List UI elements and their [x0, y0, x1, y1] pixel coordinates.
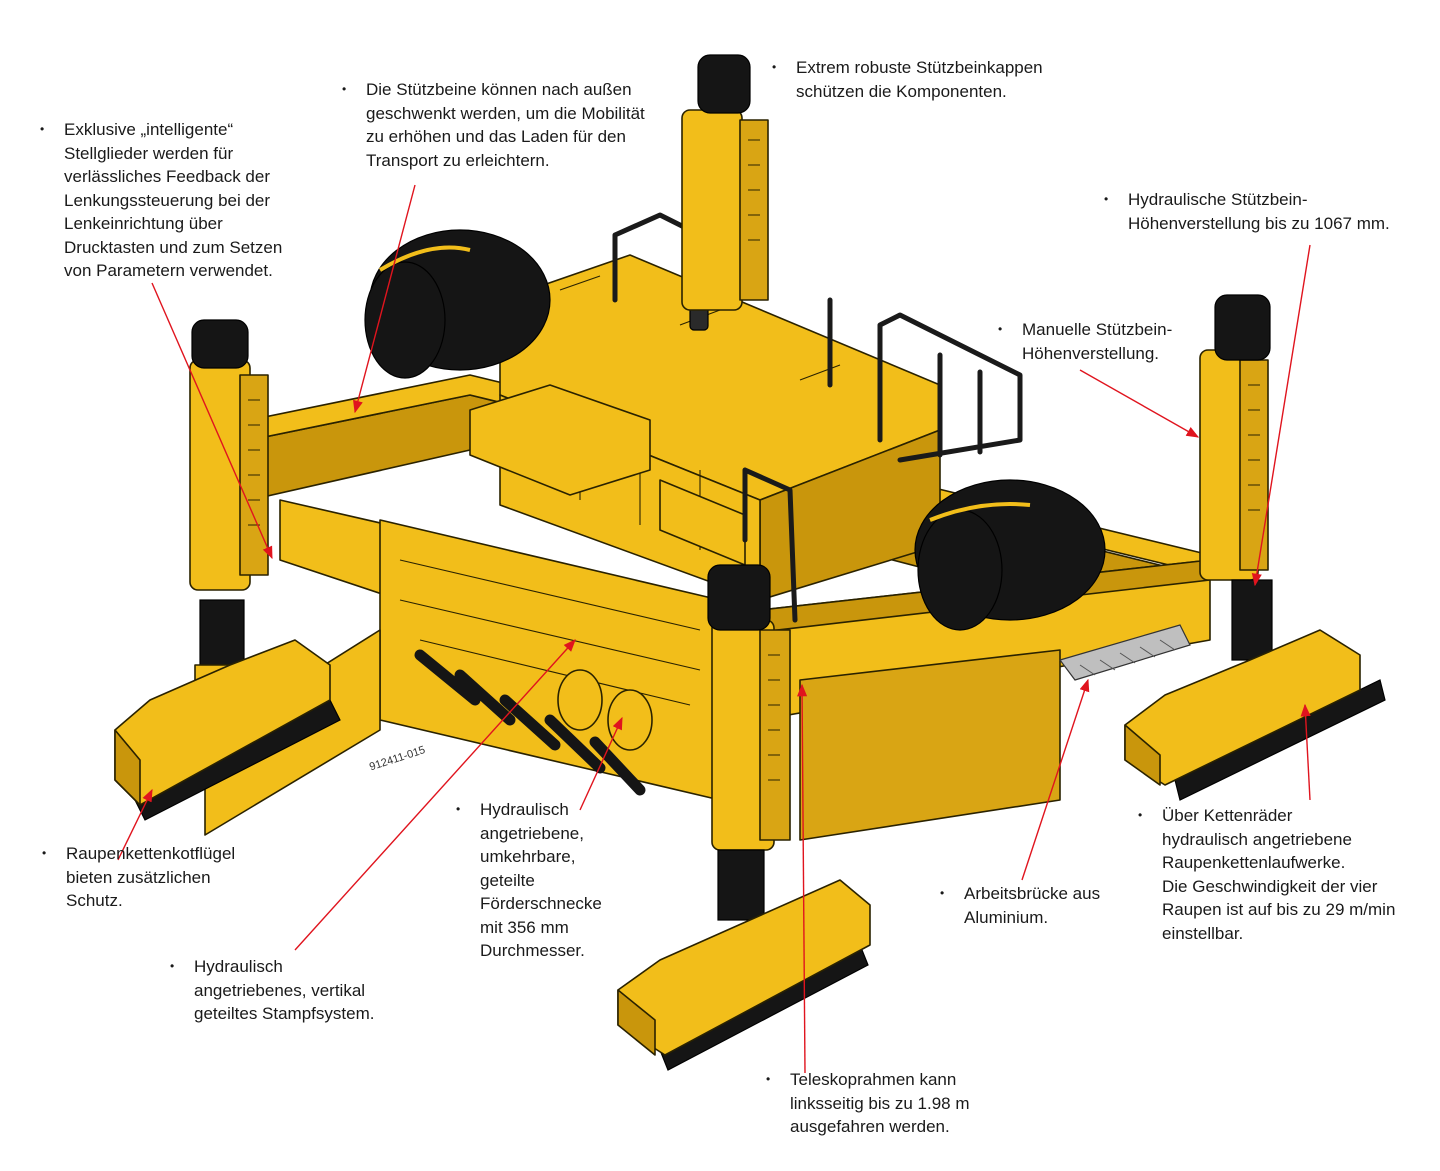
- leg-rear-left: [189, 319, 269, 696]
- callout-swing-legs: • Die Stützbeine können nach außen gesch…: [342, 78, 686, 172]
- callout-hydraulic-height: • Hydraulische Stützbein- Höhenverstellu…: [1104, 188, 1428, 235]
- callout-text: Die Stützbeine können nach außen geschwe…: [366, 80, 645, 170]
- callout-bridge: • Arbeitsbrücke aus Aluminium.: [940, 882, 1134, 929]
- callout-text: Über Kettenräder hydraulisch angetrieben…: [1162, 806, 1396, 943]
- aluminium-work-bridge: [1059, 624, 1191, 681]
- water-tank-front: [914, 479, 1106, 631]
- callout-text: Hydraulische Stützbein- Höhenverstellung…: [1128, 190, 1390, 233]
- callout-track-drives: • Über Kettenräder hydraulisch angetrieb…: [1138, 804, 1432, 945]
- railing: [612, 212, 1023, 623]
- callout-text: Extrem robuste Stützbeinkappen schützen …: [796, 58, 1043, 101]
- engine-housing: [469, 254, 941, 601]
- auger: [414, 649, 653, 796]
- callout-text: Arbeitsbrücke aus Aluminium.: [964, 884, 1101, 927]
- callout-telescopic-frame: • Teleskoprahmen kann linksseitig bis zu…: [766, 1068, 1010, 1139]
- track-front-center: [617, 879, 871, 1071]
- callout-manual-height: • Manuelle Stützbein- Höhenverstellung.: [998, 318, 1222, 365]
- leader-lines: [117, 184, 1311, 1074]
- water-tank-rear: [364, 229, 551, 379]
- callout-leg-caps: • Extrem robuste Stützbeinkappen schütze…: [772, 56, 1086, 103]
- leg-front-center: [707, 564, 791, 921]
- callout-auger: • Hydraulisch angetriebene, umkehrbare, …: [456, 798, 640, 963]
- callout-text: Hydraulisch angetriebene, umkehrbare, ge…: [480, 800, 602, 960]
- track-right: [1124, 629, 1386, 801]
- leg-rear-center: [681, 54, 769, 311]
- callout-tamper: • Hydraulisch angetriebenes, vertikal ge…: [170, 955, 424, 1026]
- callout-text: Exklusive „intelligente“ Stellglieder we…: [64, 120, 283, 280]
- callout-text: Raupenkettenkotflügel bieten zusätzliche…: [66, 844, 236, 910]
- callout-text: Manuelle Stützbein- Höhenverstellung.: [1022, 320, 1173, 363]
- callout-smart-actuators: • Exklusive „intelligente“ Stellglieder …: [40, 118, 324, 283]
- callout-track-fenders: • Raupenkettenkotflügel bieten zusätzlic…: [42, 842, 286, 913]
- callout-text: Hydraulisch angetriebenes, vertikal gete…: [194, 957, 375, 1023]
- callout-text: Teleskoprahmen kann linksseitig bis zu 1…: [790, 1070, 970, 1136]
- leg-right: [1199, 294, 1273, 661]
- track-rear-left: [114, 639, 341, 821]
